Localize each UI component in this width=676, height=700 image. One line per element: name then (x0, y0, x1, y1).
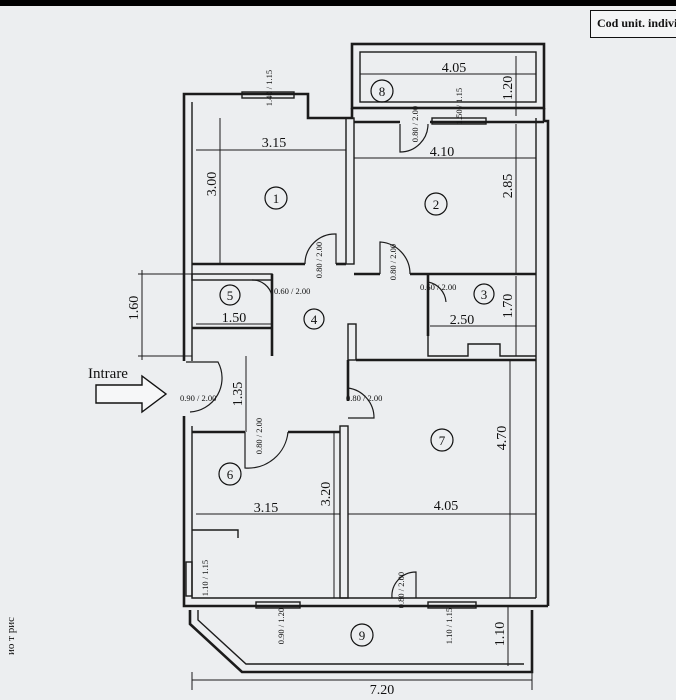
room-number-9: 9 (359, 628, 366, 643)
room-number-5: 5 (227, 288, 234, 303)
exterior-walls (182, 42, 550, 674)
dim-room2-height: 2.85 (501, 174, 516, 199)
entrance-arrow-icon (95, 374, 168, 414)
win-room6-label: 1.10 / 1.15 (200, 560, 210, 596)
room-number-6: 6 (227, 467, 234, 482)
dim-room7-width: 4.05 (434, 499, 459, 514)
door-room9-label: 0.80 / 2.00 (396, 572, 406, 608)
door-room7-label: 0.80 / 2.00 (346, 393, 382, 403)
win-room8-label: 1.50 / 1.15 (454, 88, 464, 124)
win-room7-label: 1.10 / 1.15 (444, 608, 454, 644)
unit-code-label: Cod unit. indivi (590, 10, 676, 38)
door-room1-label: 0.80 / 2.00 (314, 242, 324, 278)
door-room3-label: 0.60 / 2.00 (420, 282, 456, 292)
opening-labels: 1.40 / 1.15 1.50 / 1.15 0.80 / 2.00 0.80… (180, 70, 464, 644)
door-room6-label: 0.80 / 2.00 (254, 418, 264, 454)
room-number-8: 8 (379, 84, 386, 99)
floor-plan-drawing: Intrare 8 1 2 3 5 4 7 6 9 4.05 1.20 3. (5, 42, 550, 698)
room-number-3: 3 (481, 287, 488, 302)
dim-room8-width: 4.05 (442, 61, 467, 76)
dim-total-width: 7.20 (370, 683, 395, 698)
dimension-lines (138, 56, 536, 690)
room-number-4: 4 (311, 312, 318, 327)
dim-room6-width: 3.15 (254, 501, 279, 516)
dim-room1-height: 3.00 (205, 172, 220, 197)
win-balcony-label: 0.90 / 1.20 (276, 608, 286, 644)
door-entrance-label: 0.90 / 2.00 (180, 393, 216, 403)
door-room2-label: 0.80 / 2.00 (388, 244, 398, 280)
dim-room6-height: 3.20 (319, 482, 334, 507)
dim-room5-height: 1.60 (127, 296, 142, 321)
floor-plan-sheet: Cod unit. indivi (0, 6, 676, 700)
dim-room1-width: 3.15 (262, 136, 287, 151)
room-number-1: 1 (273, 191, 280, 206)
room-number-7: 7 (439, 433, 446, 448)
door-swings (186, 123, 447, 599)
dim-room9-height: 1.10 (493, 622, 508, 647)
door-room8-label: 0.80 / 2.00 (410, 106, 420, 142)
interior-walls (191, 117, 544, 599)
windows (185, 91, 487, 609)
dim-room7-height: 4.70 (495, 426, 510, 451)
dim-hall-height: 1.35 (231, 382, 246, 407)
dim-room2-width: 4.10 (430, 145, 455, 160)
room-number-2: 2 (433, 197, 440, 212)
door-room5-label: 0.60 / 2.00 (274, 286, 310, 296)
win-room1-label: 1.40 / 1.15 (264, 70, 274, 106)
entrance-label: Intrare (88, 366, 128, 382)
margin-handwriting: ио т рис (5, 617, 17, 655)
room-markers: 8 1 2 3 5 4 7 6 9 (218, 79, 495, 647)
dimension-labels: 4.05 1.20 3.15 3.00 4.10 2.85 1.50 1.60 … (127, 61, 516, 698)
dim-room8-height: 1.20 (501, 76, 516, 101)
dim-room3-width: 2.50 (450, 313, 475, 328)
dim-room3-height: 1.70 (501, 294, 516, 319)
dim-room5-width: 1.50 (222, 311, 247, 326)
